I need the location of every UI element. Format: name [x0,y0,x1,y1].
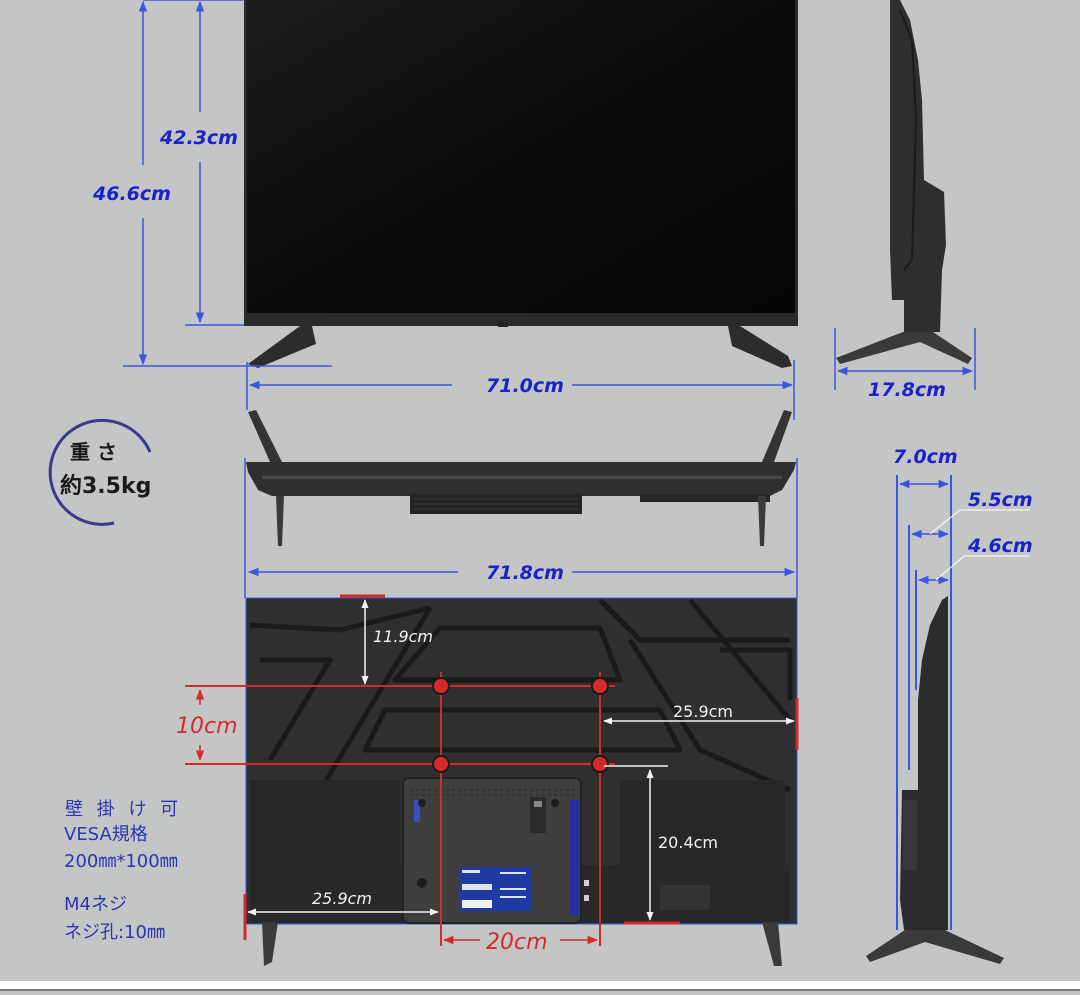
hole-to-bottom-label: 20.4cm [658,833,718,852]
spec-screw-type: M4ネジ [64,894,127,915]
weight-badge: 重 さ 約3.5kg [48,418,152,526]
spec-wall-mountable: 壁 掛 け 可 [65,799,182,820]
vesa-hole-bottom-left [432,755,450,773]
front-stand-width-label: 71.0cm [486,375,564,397]
back-bottom-vent [660,885,710,910]
vesa-vertical-label: 10cm [176,714,238,739]
spec-vesa-standard: VESA規格 [64,824,148,845]
right-edge-to-hole-label: 25.9cm [673,702,733,721]
side-depth-total-label: 7.0cm [893,446,958,468]
front-height-with-stand-label: 46.6cm [92,183,171,205]
vesa-hole-top-right [591,677,609,695]
top-to-hole-label: 11.9cm [373,627,433,646]
front-left-stand-leg [248,326,316,368]
weight-title: 重 さ [70,440,117,464]
side-depth-thin-label: 4.6cm [967,535,1033,557]
side-view-top: 17.8cm [834,0,976,401]
top-right-stand-leg [762,410,792,462]
bottom-edge-strip [0,981,1080,991]
top-overall-width-label: 71.8cm [486,562,564,584]
back-side-ports-strip [570,800,579,915]
spec-vesa-size: 200㎜*100㎜ [64,851,178,872]
left-edge-to-hole-label: 25.9cm [312,889,372,908]
top-left-stand-leg [248,410,282,462]
weight-value: 約3.5kg [60,473,151,499]
vesa-horizontal-label: 20cm [486,930,548,955]
side-bottom-stand [866,930,1004,964]
side-stand-depth-label: 17.8cm [868,379,946,401]
side-depth-mid-label: 5.5cm [968,489,1033,511]
wall-mount-spec: 壁 掛 け 可 VESA規格 200㎜*100㎜ M4ネジ ネジ孔:10㎜ [64,799,182,943]
side-stand [836,332,972,364]
front-right-stand-leg [728,326,792,368]
back-view: 10cm 20cm 11.9cm 25.9cm 20.4cm 25.9cm [176,594,799,966]
vesa-hole-top-left [432,677,450,695]
side-view-bottom: 7.0cm 5.5cm 4.6cm [866,446,1033,964]
top-view: 71.8cm [244,410,798,598]
spec-screw-depth: ネジ孔:10㎜ [64,922,165,943]
side-slim-profile [900,596,948,930]
tv-screen [247,0,795,313]
front-height-without-stand-label: 42.3cm [159,127,238,149]
front-view: 46.6cm 42.3cm 71.0cm [92,0,798,420]
vesa-hole-bottom-right [591,755,609,773]
side-tv-profile [890,0,946,332]
